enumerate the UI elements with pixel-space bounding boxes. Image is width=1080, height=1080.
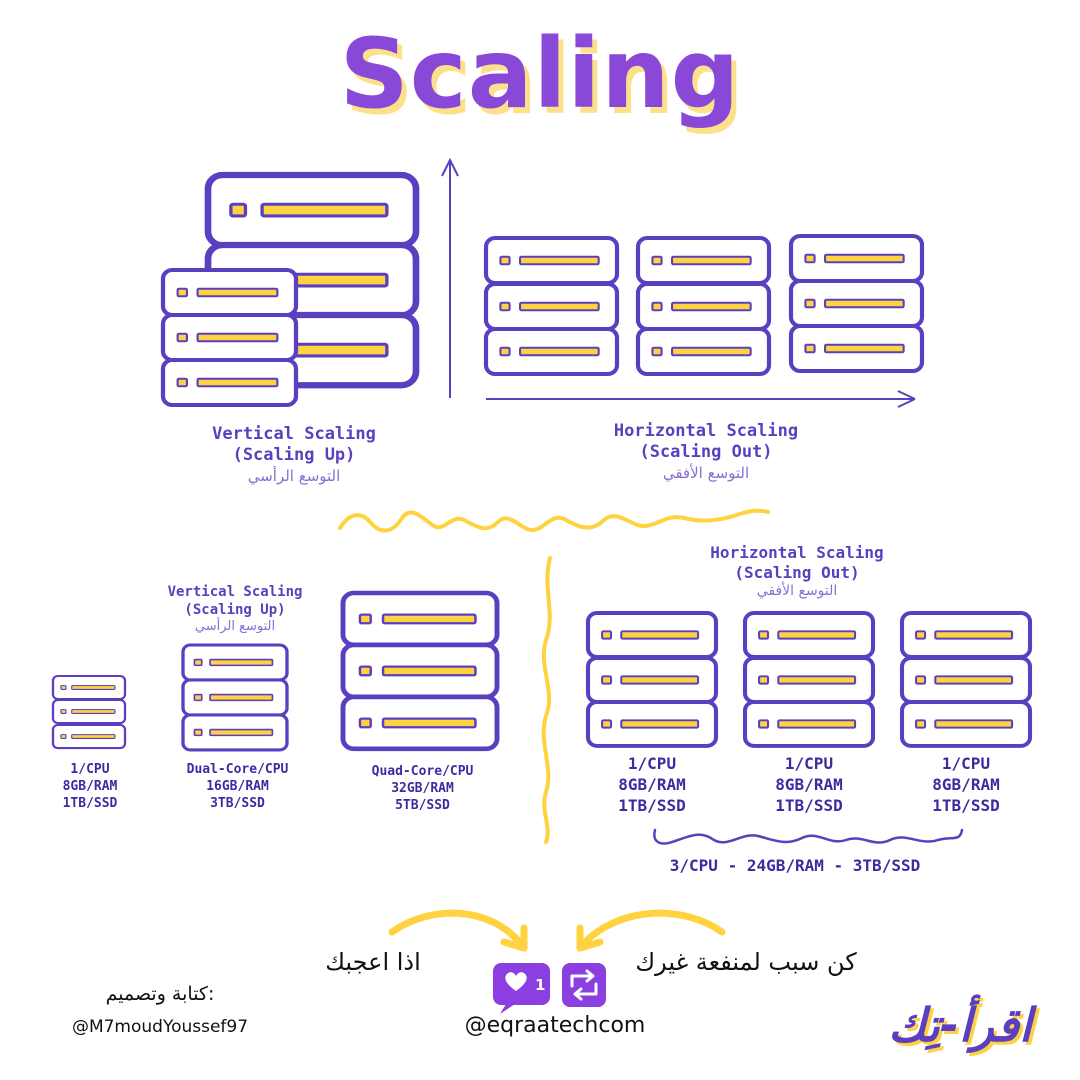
- bottom-vertical-server-large: [343, 593, 497, 749]
- site-handle[interactable]: @eqraatechcom: [464, 1013, 646, 1038]
- spec-ram: 8GB/RAM: [618, 774, 686, 794]
- top-horizontal-server-3: [791, 236, 922, 371]
- spec-vertical-medium: Dual-Core/CPU 16GB/RAM 3TB/SSD: [160, 762, 315, 813]
- spec-cpu: 1/CPU: [627, 754, 677, 773]
- horizontal-axis-arrow: [486, 390, 916, 408]
- divider-squiggle-horizontal: [338, 508, 770, 533]
- top-vertical-title: Vertical Scaling: [212, 424, 376, 444]
- spec-horizontal-3: 1/CPU 8GB/RAM 1TB/SSD: [902, 754, 1030, 816]
- top-vertical-small-server: [163, 270, 296, 405]
- bottom-vertical-label: Vertical Scaling (Scaling Up) التوسع الر…: [140, 584, 330, 635]
- spec-cpu: 1/CPU: [784, 754, 834, 773]
- top-vertical-subtitle: (Scaling Up): [232, 445, 356, 466]
- spec-vertical-large: Quad-Core/CPU 32GB/RAM 5TB/SSD: [340, 764, 505, 815]
- spec-horizontal-1: 1/CPU 8GB/RAM 1TB/SSD: [588, 754, 716, 816]
- bottom-vertical-server-medium: [181, 643, 289, 752]
- spec-cpu: 1/CPU: [70, 762, 110, 777]
- be-useful-text: كن سبب لمنفعة غيرك: [635, 948, 857, 976]
- spec-ram: 16GB/RAM: [206, 778, 269, 794]
- like-count: 1: [535, 976, 545, 994]
- spec-ram: 8GB/RAM: [62, 778, 118, 794]
- spec-ssd: 5TB/SSD: [395, 797, 450, 813]
- top-vertical-arabic: التوسع الرأسي: [247, 466, 341, 485]
- heart-icon: [505, 972, 527, 991]
- spec-ssd: 1TB/SSD: [618, 795, 686, 815]
- vertical-axis-arrow: [441, 157, 459, 398]
- bottom-vertical-title: Vertical Scaling: [167, 584, 303, 600]
- bottom-vertical-arabic: التوسع الرأسي: [194, 619, 276, 634]
- bottom-horizontal-server-2: [745, 613, 873, 746]
- horizontal-total-spec: 3/CPU - 24GB/RAM - 3TB/SSD: [669, 856, 921, 875]
- left-curved-arrow-icon: [388, 909, 528, 952]
- bottom-vertical-server-small: [51, 674, 127, 750]
- right-curved-arrow-icon: [576, 909, 726, 952]
- spec-ram: 32GB/RAM: [391, 780, 454, 796]
- bottom-horizontal-title: Horizontal Scaling: [710, 543, 884, 562]
- total-brace: [653, 828, 964, 845]
- bottom-horizontal-arabic: التوسع الأفقي: [756, 583, 838, 599]
- top-vertical-label: Vertical Scaling (Scaling Up) التوسع الر…: [179, 424, 409, 485]
- spec-ssd: 1TB/SSD: [775, 795, 843, 815]
- top-horizontal-server-2: [638, 238, 769, 374]
- spec-cpu: 1/CPU: [941, 754, 991, 773]
- top-horizontal-subtitle: (Scaling Out): [639, 442, 773, 463]
- spec-ssd: 3TB/SSD: [210, 795, 265, 811]
- spec-ram: 8GB/RAM: [775, 774, 843, 794]
- page-title: Scaling: [339, 18, 741, 130]
- credit-label: كتابة وتصميم:: [105, 983, 215, 1005]
- spec-cpu: Dual-Core/CPU: [186, 762, 289, 777]
- repost-icon: [562, 963, 606, 1007]
- brand-logo: اقرأ-تِك: [888, 998, 1032, 1052]
- bottom-vertical-subtitle: (Scaling Up): [184, 601, 286, 618]
- bottom-horizontal-server-3: [902, 613, 1030, 746]
- credit-handle[interactable]: @M7moudYoussef97: [71, 1017, 249, 1037]
- bottom-horizontal-server-1: [588, 613, 716, 746]
- top-horizontal-server-1: [486, 238, 617, 374]
- top-horizontal-title: Horizontal Scaling: [613, 421, 799, 441]
- if-you-like-text: اذا اعجبك: [325, 948, 421, 976]
- spec-cpu: Quad-Core/CPU: [371, 764, 474, 779]
- top-horizontal-label: Horizontal Scaling (Scaling Out) التوسع …: [586, 421, 826, 482]
- spec-ram: 8GB/RAM: [932, 774, 1000, 794]
- bottom-horizontal-subtitle: (Scaling Out): [734, 563, 860, 582]
- like-badge: 1: [493, 963, 550, 1014]
- spec-ssd: 1TB/SSD: [62, 795, 118, 811]
- top-horizontal-arabic: التوسع الأفقي: [662, 463, 750, 482]
- spec-horizontal-2: 1/CPU 8GB/RAM 1TB/SSD: [745, 754, 873, 816]
- spec-ssd: 1TB/SSD: [932, 795, 1000, 815]
- spec-vertical-small: 1/CPU 8GB/RAM 1TB/SSD: [30, 762, 150, 813]
- divider-squiggle-vertical: [541, 556, 552, 844]
- bottom-horizontal-label: Horizontal Scaling (Scaling Out) التوسع …: [672, 543, 922, 601]
